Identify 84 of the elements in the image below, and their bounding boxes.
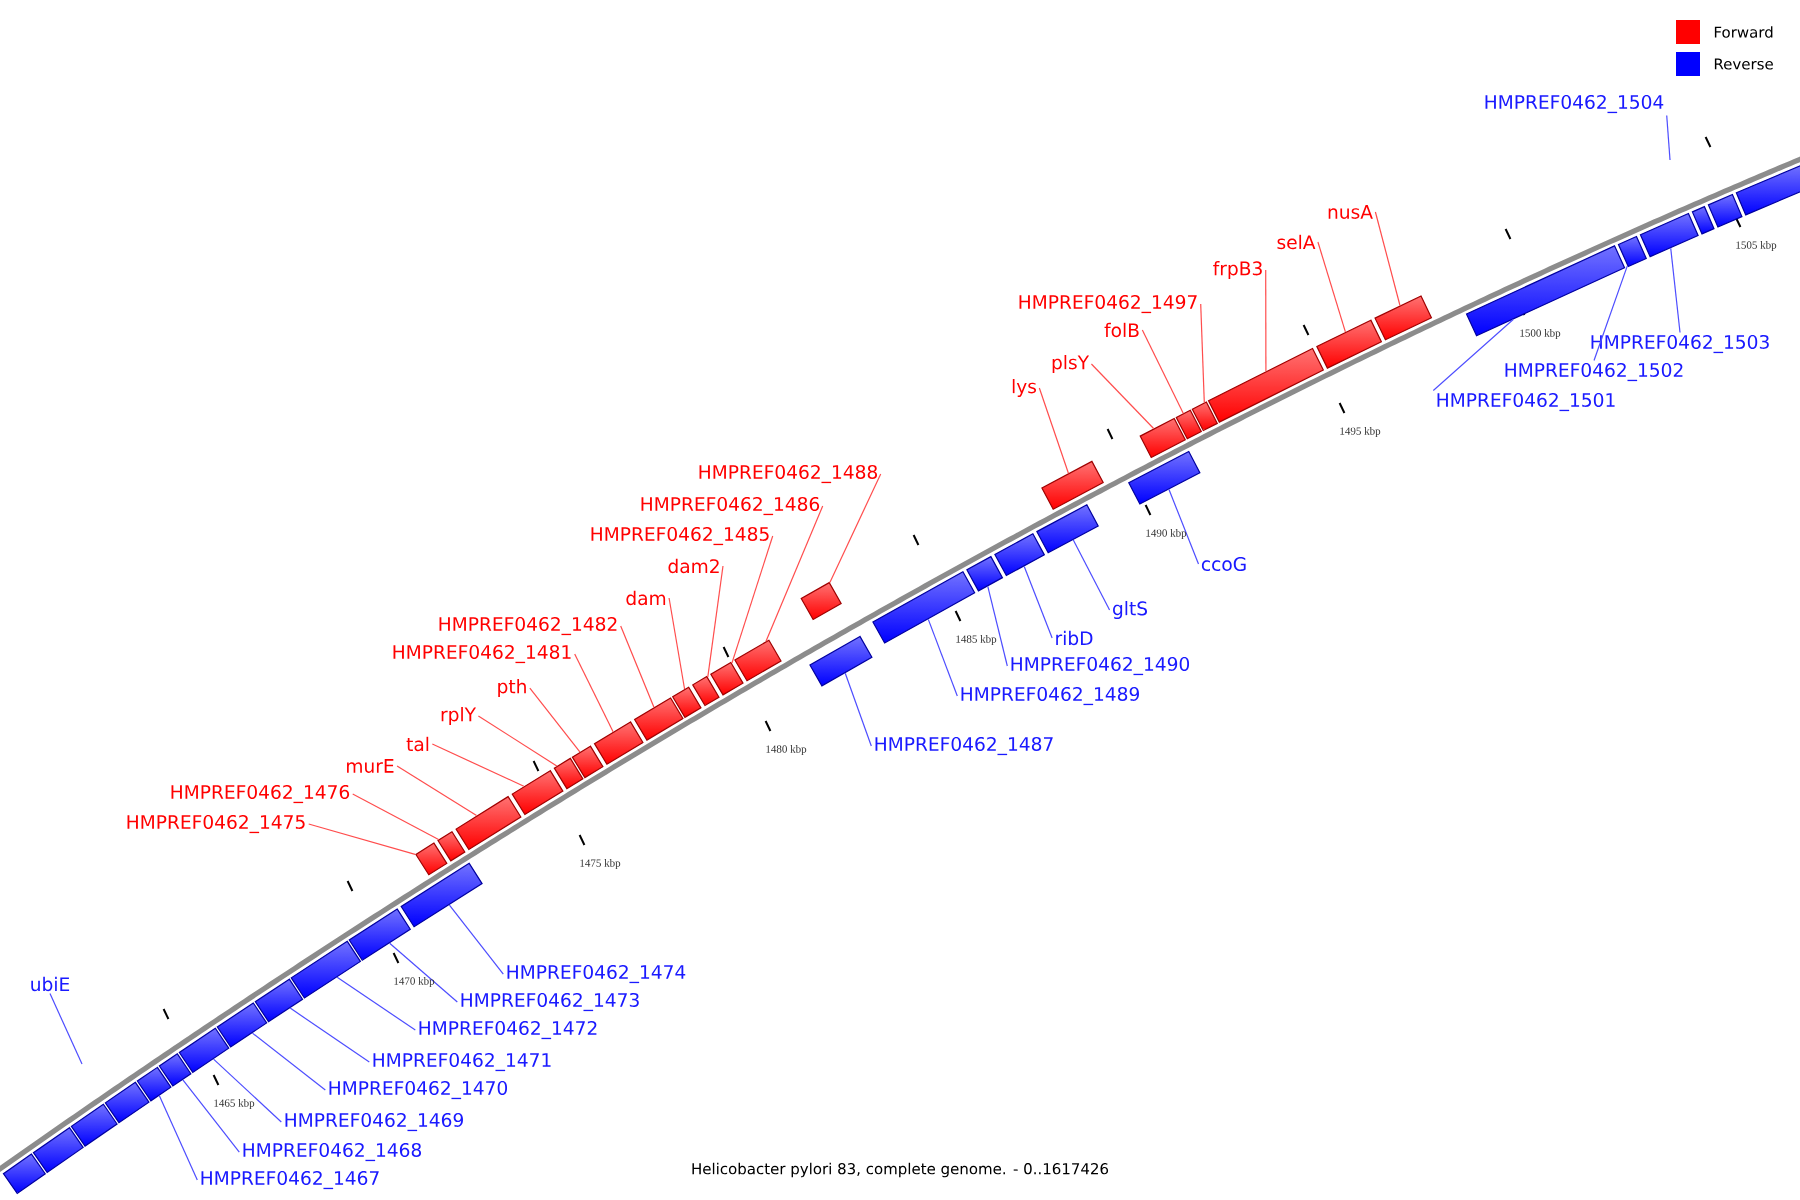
leader-line (731, 535, 774, 664)
leader-line (158, 1095, 198, 1181)
gene-label: folB (1104, 322, 1139, 338)
leader-line (1317, 241, 1346, 333)
gene-label: tal (406, 736, 429, 752)
leader-line (1038, 387, 1070, 474)
gene-label: murE (347, 759, 394, 773)
gene-bar (1041, 460, 1104, 510)
gene-label: dam2 (668, 558, 719, 574)
leader-line (1593, 265, 1628, 362)
leader-line (1200, 303, 1205, 403)
leader-line (1072, 539, 1111, 611)
leader-line (448, 904, 504, 975)
leader-line (336, 976, 416, 1031)
gene-label: HMPREF0462_1489 (961, 686, 1139, 706)
gene-label: HMPREF0462_1486 (641, 496, 820, 516)
gene-label: HMPREF0462_1482 (439, 616, 617, 636)
gene-label: HMPREF0462_1472 (419, 1020, 597, 1040)
leader-line (1265, 269, 1267, 372)
gene-label: dam (626, 590, 666, 606)
gene-label: HMPREF0462_1475 (127, 814, 305, 834)
leader-line (1374, 211, 1401, 307)
gene-label: rplY (441, 707, 477, 725)
leader-line (431, 743, 525, 787)
gene-label: HMPREF0462_1467 (201, 1170, 379, 1190)
leader-line (1670, 247, 1681, 334)
gene-label: frpB3 (1213, 261, 1262, 279)
gene-label: nusA (1328, 205, 1373, 219)
leader-line (49, 993, 83, 1065)
gene-label: HMPREF0462_1476 (171, 784, 350, 804)
gene-label: HMPREF0462_1503 (1591, 334, 1769, 354)
leader-line (1090, 363, 1155, 430)
leader-line (1666, 114, 1671, 161)
gene-bar (1735, 164, 1800, 216)
gene-label: plsY (1052, 355, 1090, 373)
gene-label: HMPREF0462_1502 (1505, 362, 1683, 382)
leader-line (389, 942, 458, 1003)
leader-line (1141, 329, 1184, 414)
gene-bar (415, 842, 448, 876)
gene-label: HMPREF0462_1497 (1019, 294, 1197, 314)
gene-label: HMPREF0462_1485 (591, 526, 769, 546)
leader-line (352, 793, 440, 841)
gene-bar (872, 571, 976, 644)
gene-bar (809, 635, 873, 687)
leader-line (987, 585, 1008, 667)
leader-line (844, 672, 872, 747)
gene-label: HMPREF0462_1471 (373, 1052, 551, 1072)
gene-label: HMPREF0462_1504 (1485, 94, 1664, 114)
leader-line (308, 823, 416, 855)
gene-label: ccoG (1201, 557, 1246, 572)
leader-line (182, 1079, 240, 1153)
gene-label: HMPREF0462_1488 (699, 464, 877, 484)
gene-label: HMPREF0462_1470 (329, 1080, 508, 1100)
leader-line (829, 473, 882, 584)
gene-label: HMPREF0462_1473 (461, 992, 639, 1012)
gene-label: ubiE (31, 976, 70, 992)
gene-label: HMPREF0462_1501 (1437, 392, 1615, 412)
leader-line (668, 597, 686, 690)
gene-label: HMPREF0462_1474 (507, 964, 686, 984)
gene-label: HMPREF0462_1468 (243, 1142, 421, 1162)
leader-line (289, 1007, 370, 1063)
gene-label: gltS (1113, 601, 1147, 619)
leader-line (1168, 488, 1200, 565)
gene-label: HMPREF0462_1469 (285, 1112, 463, 1132)
leader-line (529, 687, 581, 753)
leader-line (396, 765, 478, 817)
gene-label: HMPREF0462_1481 (393, 644, 571, 664)
gene-label: HMPREF0462_1490 (1011, 656, 1190, 676)
leader-line (620, 625, 655, 708)
leader-line (707, 565, 724, 678)
leader-line (765, 505, 824, 642)
leader-line (574, 653, 614, 733)
gene-label: HMPREF0462_1487 (875, 736, 1053, 756)
leader-line (477, 715, 558, 767)
gene-label: ribD (1056, 630, 1093, 646)
leader-line (1023, 565, 1053, 639)
gene-label: lys (1012, 379, 1037, 397)
gene-bar (1465, 245, 1626, 337)
gene-label: pth (498, 679, 526, 697)
gene-label: selA (1277, 234, 1316, 250)
leader-line (927, 618, 958, 697)
leader-line (212, 1058, 282, 1123)
leader-line (251, 1032, 326, 1091)
leader-line (1432, 318, 1514, 392)
